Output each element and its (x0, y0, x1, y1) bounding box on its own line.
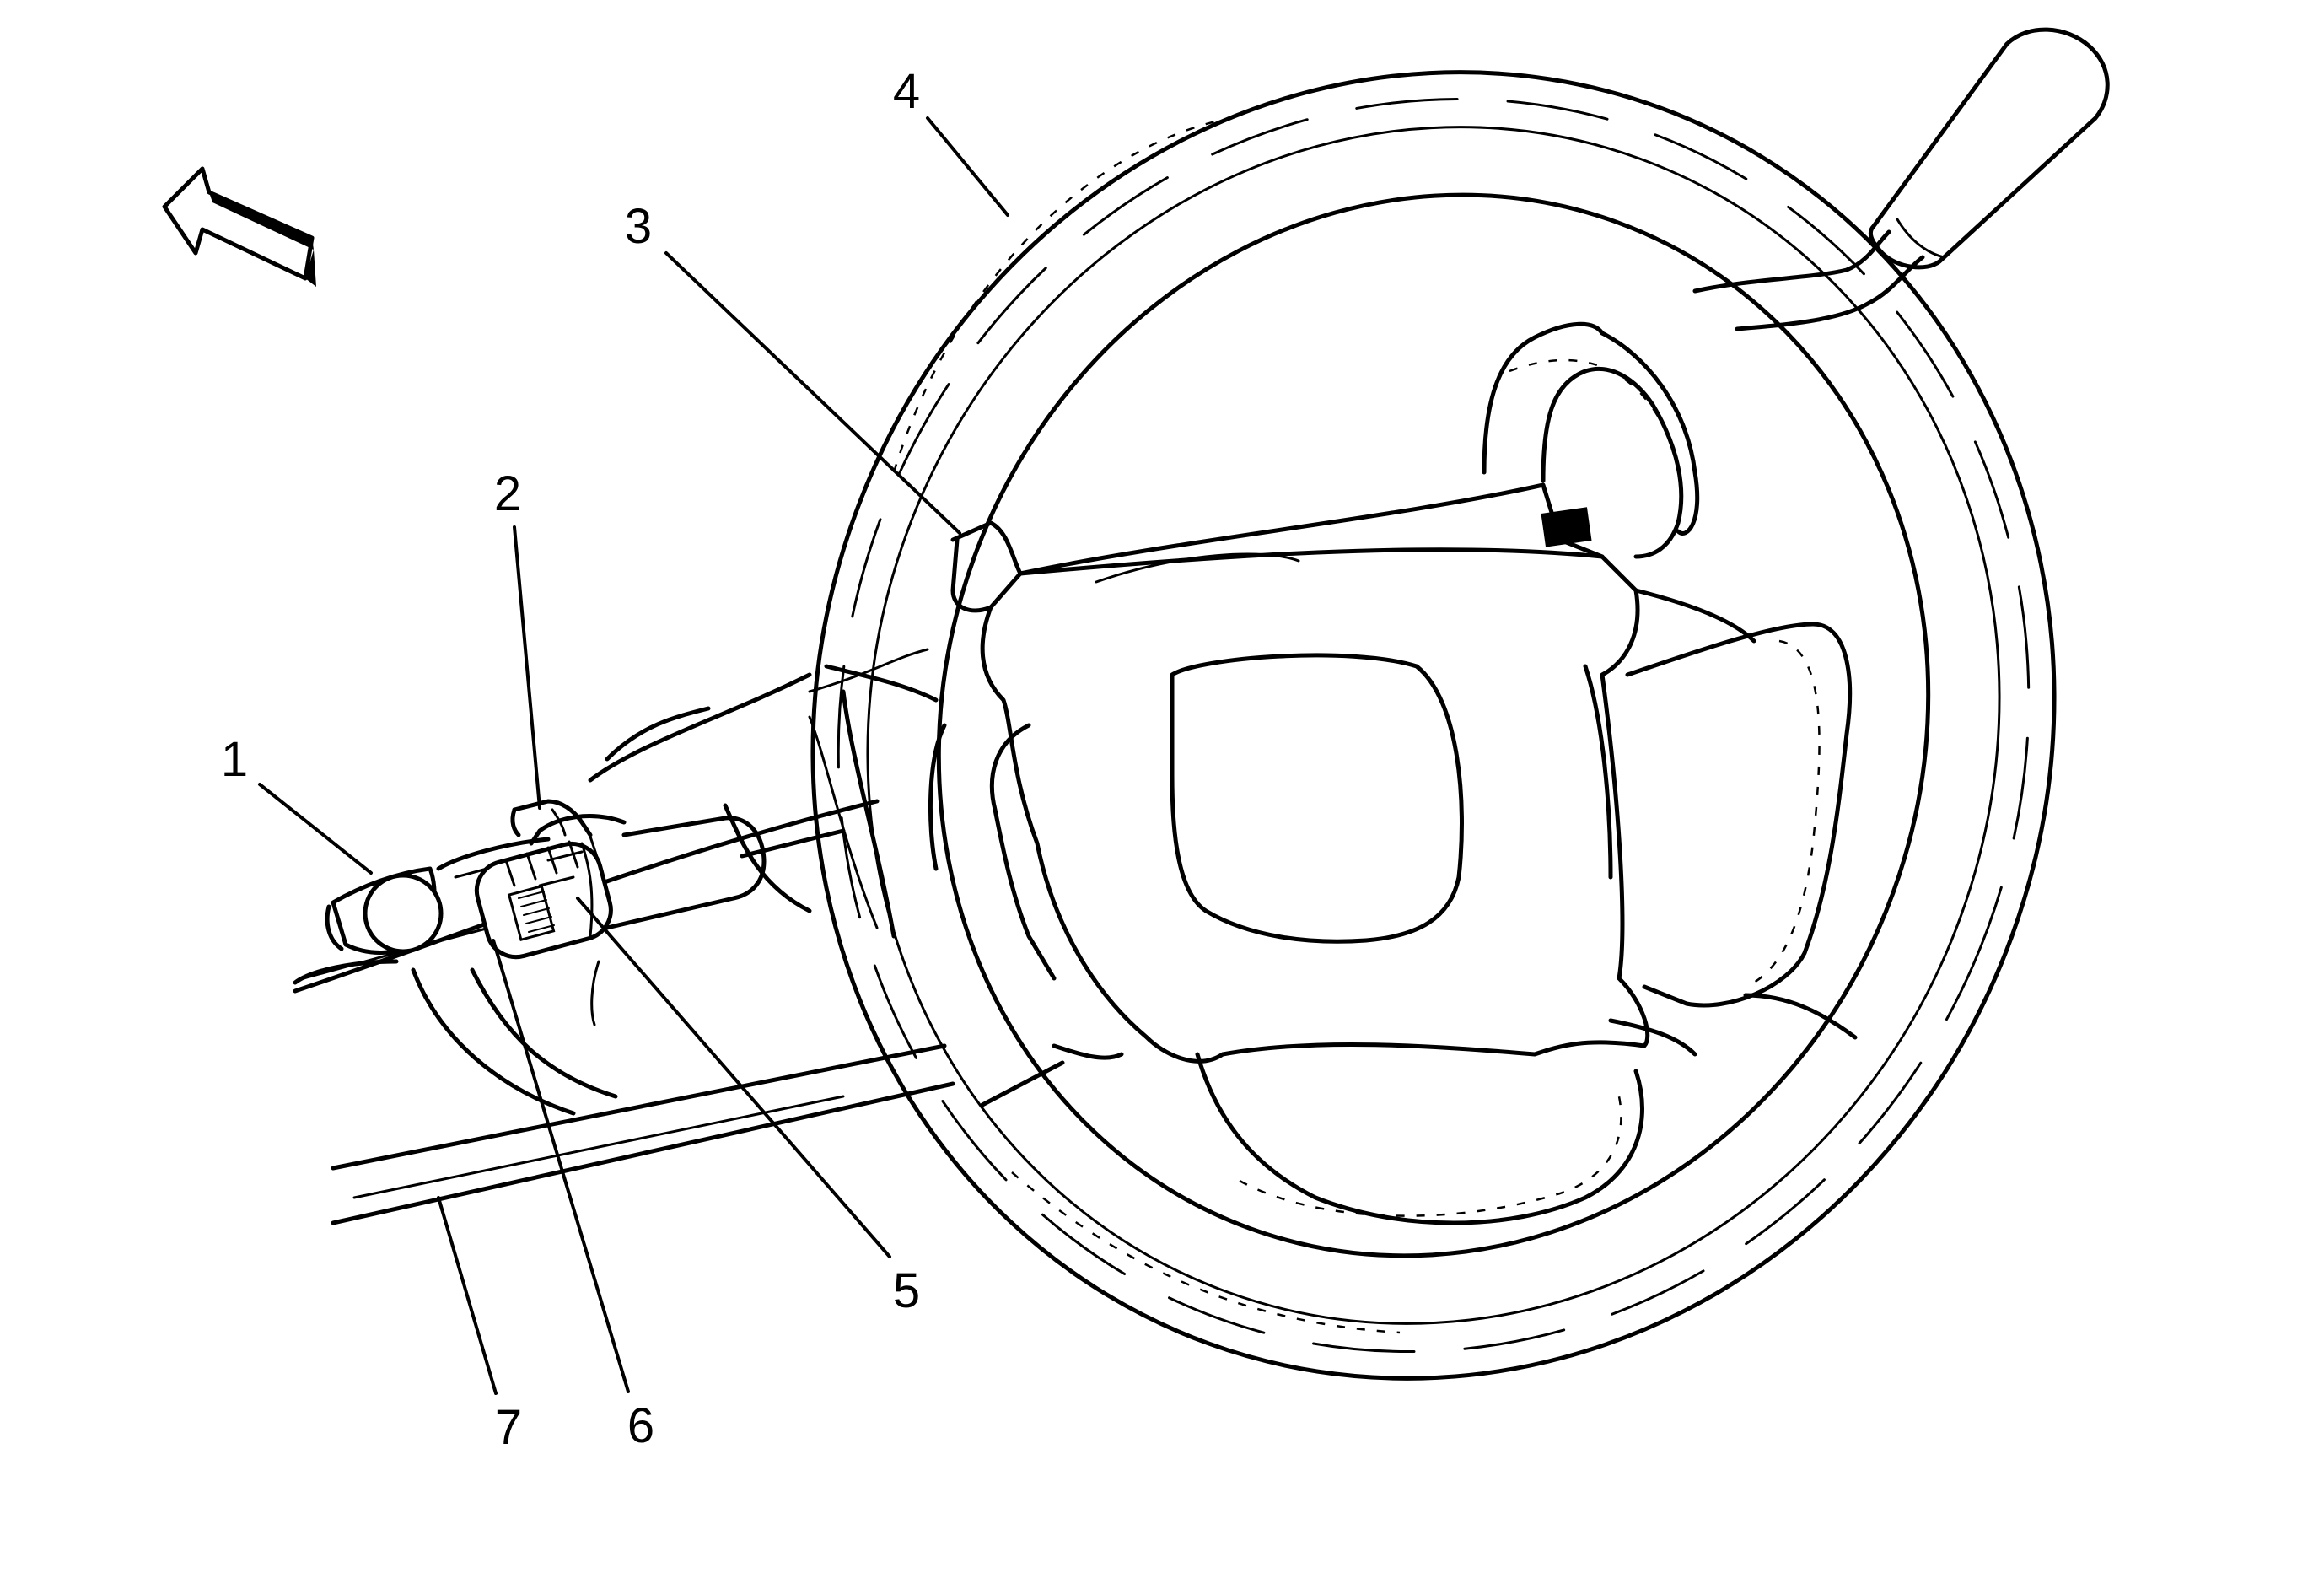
wheel-hub (928, 321, 1858, 1225)
callout-6: 6 (492, 939, 654, 1453)
callout-2-label: 2 (494, 466, 521, 521)
callout-7: 7 (437, 1196, 522, 1455)
callout-2: 2 (494, 466, 541, 810)
callout-1-label: 1 (221, 732, 248, 787)
callout-3: 3 (625, 199, 961, 535)
multifunction-lever (293, 799, 846, 985)
callout-5: 5 (576, 897, 920, 1318)
callout-4: 4 (893, 64, 1009, 217)
steering-wheel (810, 70, 2057, 1381)
callout-3-label: 3 (625, 199, 652, 254)
callout-7-label: 7 (495, 1400, 522, 1455)
callout-4-label: 4 (893, 64, 920, 119)
callout-1: 1 (221, 732, 373, 875)
callout-6-label: 6 (627, 1398, 654, 1453)
callout-5-label: 5 (893, 1263, 920, 1318)
shift-lever (1692, 27, 2110, 331)
forward-arrow-icon (162, 166, 316, 287)
